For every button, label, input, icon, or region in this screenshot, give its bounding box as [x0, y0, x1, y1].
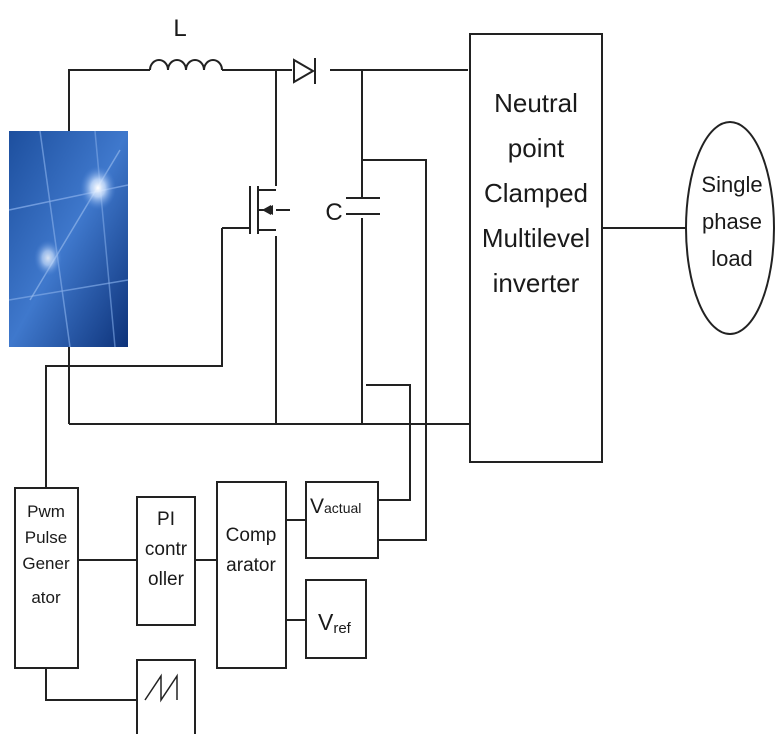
inverter-line-3: Clamped	[484, 178, 588, 208]
pwm-line-3: Gener	[22, 554, 70, 573]
vref-main: V	[318, 609, 334, 635]
single-phase-load: Single phase load	[685, 121, 775, 335]
pi-line-1: PI	[157, 509, 175, 530]
pwm-line-4: ator	[31, 588, 61, 607]
inverter-block: Neutral point Clamped Multilevel inverte…	[469, 33, 603, 463]
inductor-label: L	[173, 15, 186, 42]
comparator-line-2: arator	[226, 555, 276, 576]
sawtooth-wave-icon	[144, 673, 178, 703]
pi-line-3: oller	[148, 569, 185, 590]
capacitor-symbol	[346, 197, 380, 215]
vactual-sub: actual	[324, 500, 361, 516]
vref-label: Vref	[318, 609, 352, 637]
diode-symbol	[293, 58, 316, 84]
pi-controller-block: PI contr oller	[136, 496, 196, 626]
control-wiring	[45, 159, 427, 701]
vref-block: Vref	[305, 579, 367, 659]
comparator-block: Comp arator	[216, 481, 287, 669]
load-line-2: phase	[702, 209, 762, 234]
load-line-3: load	[711, 246, 753, 271]
sawtooth-generator-block	[136, 659, 196, 734]
inverter-line-1: Neutral	[494, 88, 578, 118]
comparator-line-1: Comp	[226, 525, 277, 546]
inverter-line-4: Multilevel	[482, 223, 590, 253]
power-wiring	[68, 59, 686, 425]
capacitor-label: C	[325, 199, 342, 226]
inverter-line-2: point	[508, 133, 565, 163]
mosfet-switch	[222, 186, 290, 234]
vactual-main: V	[310, 495, 324, 518]
vactual-block: Vactual	[305, 481, 379, 559]
load-line-1: Single	[701, 172, 762, 197]
pwm-line-1: Pwm	[27, 502, 65, 521]
solar-panel	[8, 130, 129, 348]
vactual-label: Vactual	[310, 495, 361, 518]
pi-line-2: contr	[145, 539, 188, 560]
pwm-pulse-generator-block: Pwm Pulse Gener ator	[14, 487, 79, 669]
pwm-line-2: Pulse	[25, 528, 68, 547]
vref-sub: ref	[333, 620, 351, 637]
inverter-line-5: inverter	[493, 268, 580, 298]
